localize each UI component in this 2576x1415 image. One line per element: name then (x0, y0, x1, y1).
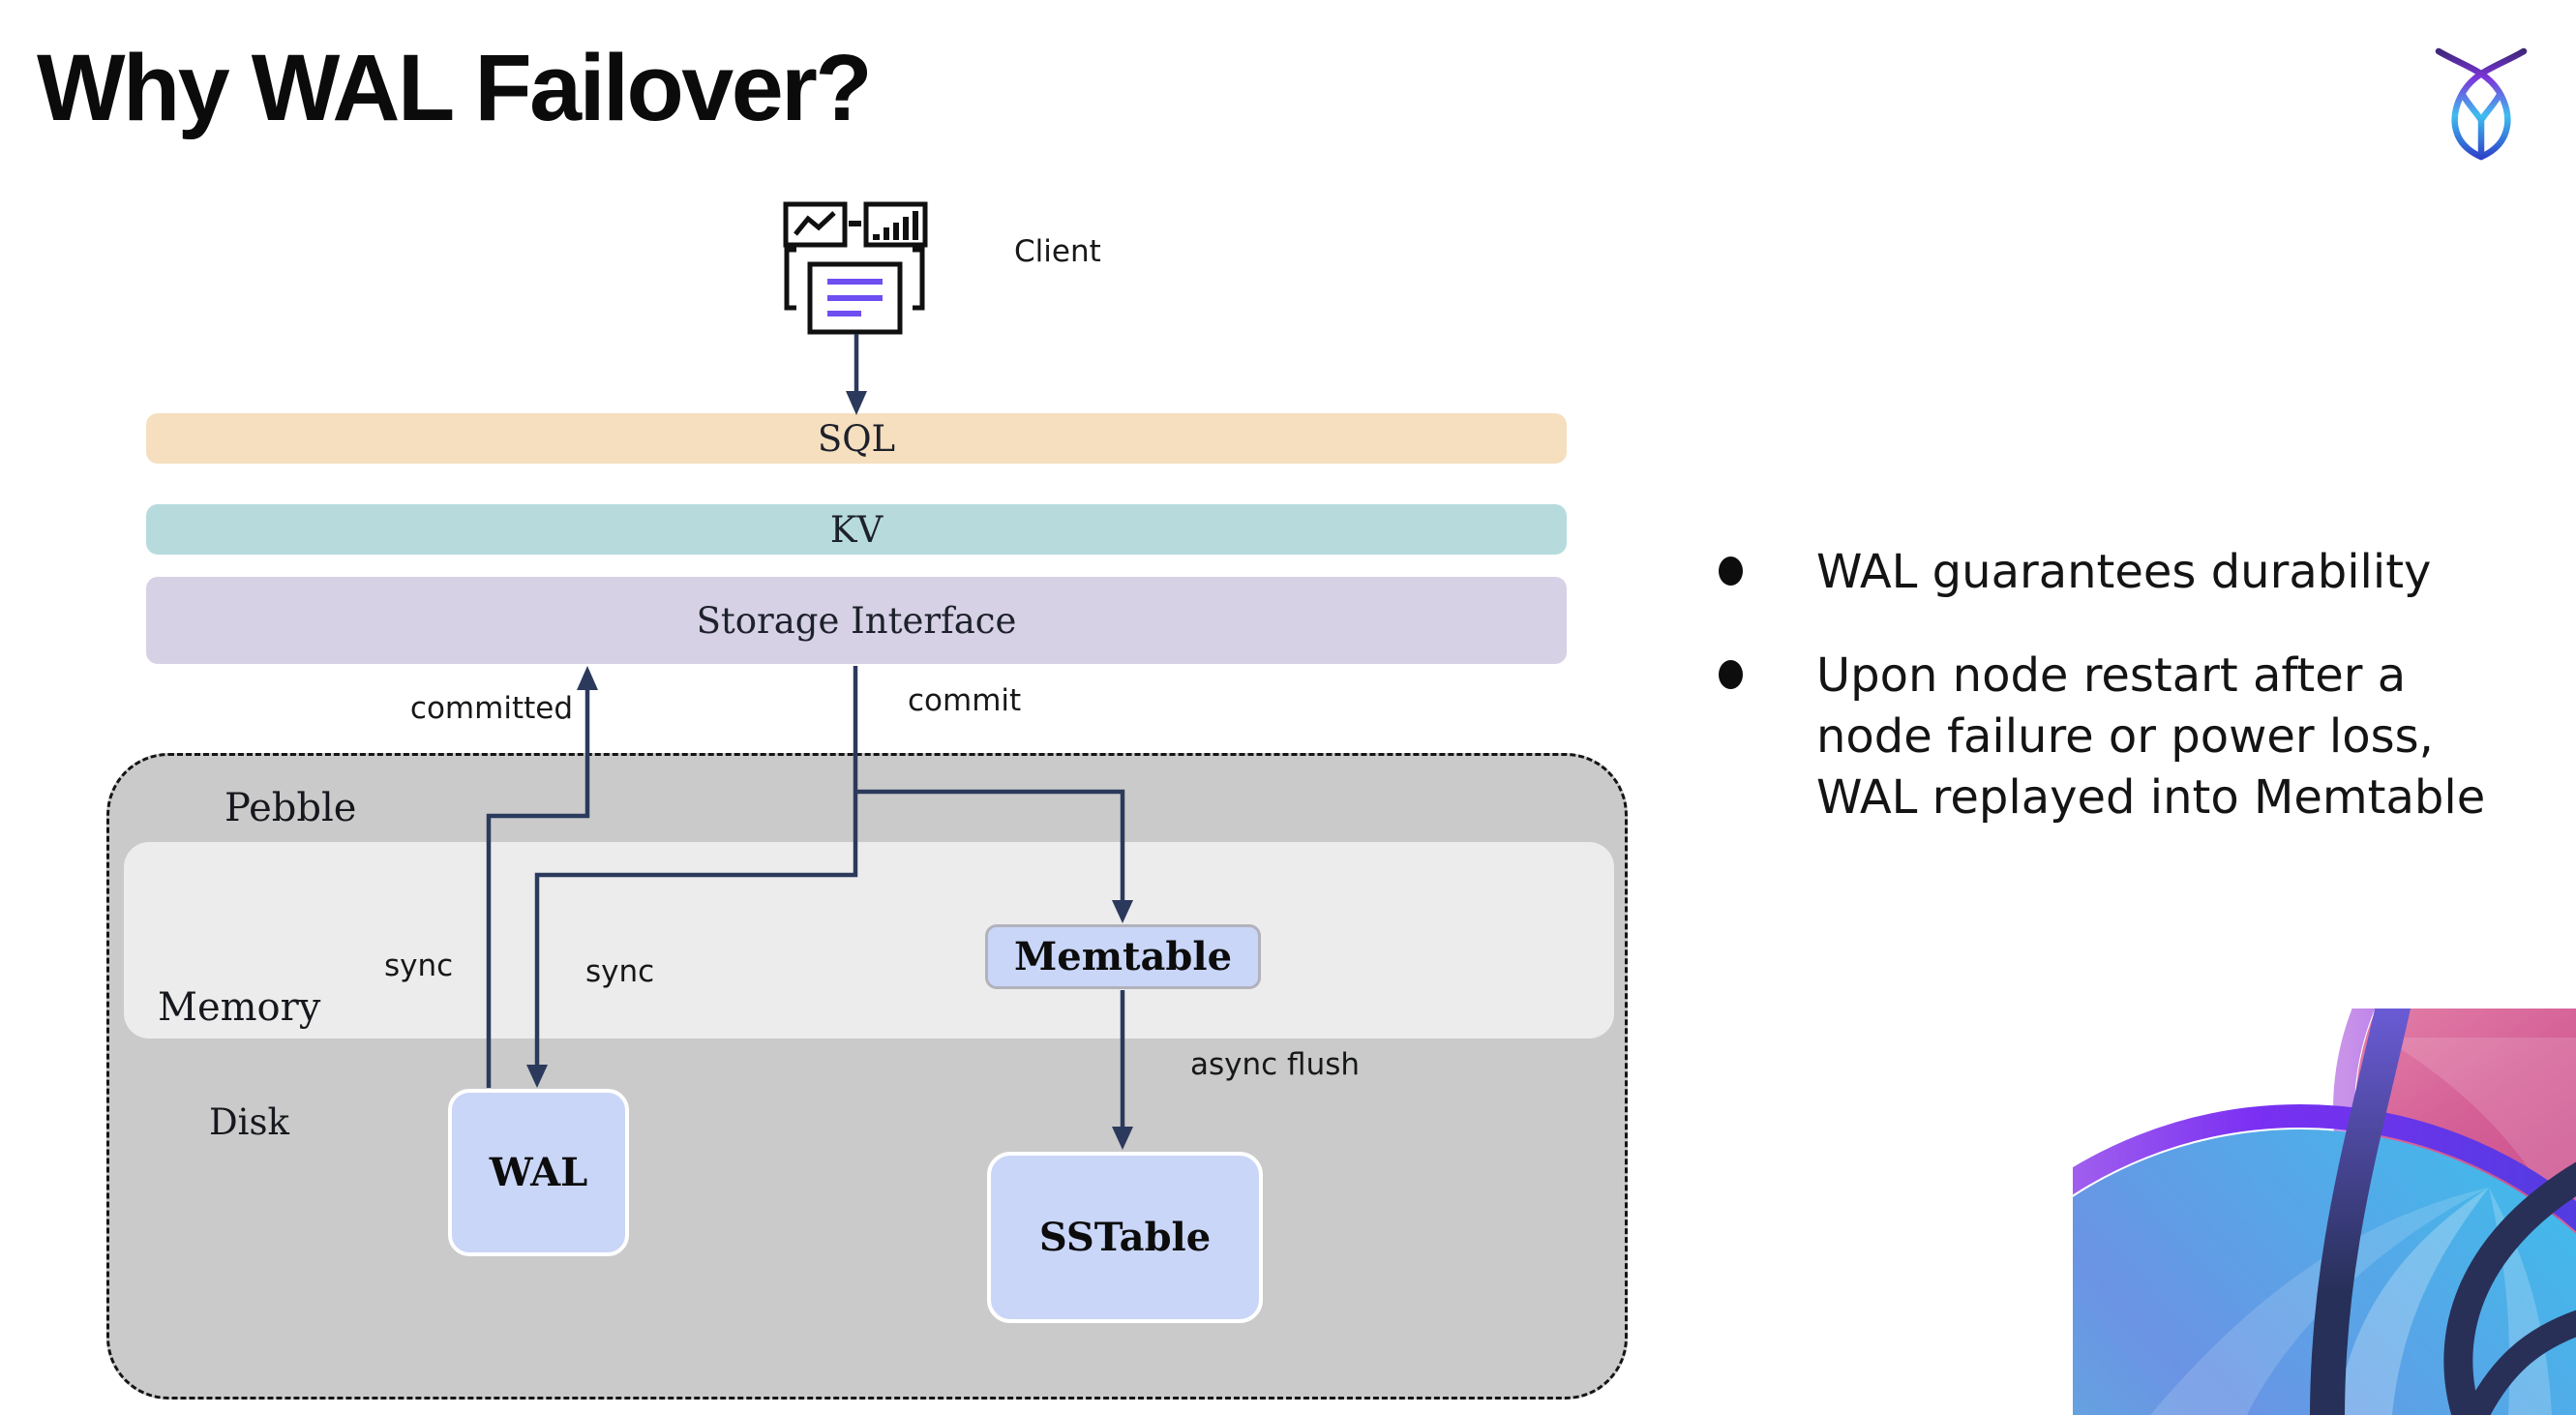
memory-label: Memory (158, 985, 321, 1030)
arrowhead-sql (846, 391, 867, 415)
brand-art (2073, 1009, 2576, 1415)
bullet-list: WAL guarantees durability Upon node rest… (1719, 542, 2531, 828)
page-title: Why WAL Failover? (37, 35, 873, 140)
layer-kv: KV (146, 504, 1567, 555)
layer-sql: SQL (146, 413, 1567, 464)
bullet-dot (1719, 557, 1743, 586)
list-item: Upon node restart after a node failure o… (1719, 646, 2531, 828)
bullet-text: WAL guarantees durability (1816, 545, 2432, 599)
cockroachdb-logo (2435, 47, 2528, 161)
node-wal: WAL (448, 1089, 629, 1256)
layer-storage-interface: Storage Interface (146, 577, 1567, 664)
disk-label: Disk (209, 1101, 289, 1143)
client-icon (783, 201, 928, 335)
bullet-dot (1719, 660, 1743, 689)
edge-label-async-flush: async flush (1190, 1047, 1361, 1082)
document-icon (784, 247, 925, 335)
line-chart-icon (783, 201, 848, 248)
edge-label-sync-left: sync (384, 948, 454, 983)
pebble-label: Pebble (225, 786, 357, 830)
bar-chart-icon (863, 201, 928, 248)
edge-label-sync-right: sync (585, 954, 655, 989)
edge-label-committed: committed (409, 691, 573, 726)
arrowhead-committed (577, 666, 598, 690)
memory-band (124, 842, 1614, 1039)
node-memtable: Memtable (985, 924, 1261, 989)
bullet-text: Upon node restart after a node failure o… (1816, 648, 2486, 825)
client-label: Client (1014, 234, 1101, 269)
node-sstable: SSTable (987, 1152, 1263, 1323)
edge-label-commit: commit (908, 683, 1022, 718)
list-item: WAL guarantees durability (1719, 542, 2531, 603)
